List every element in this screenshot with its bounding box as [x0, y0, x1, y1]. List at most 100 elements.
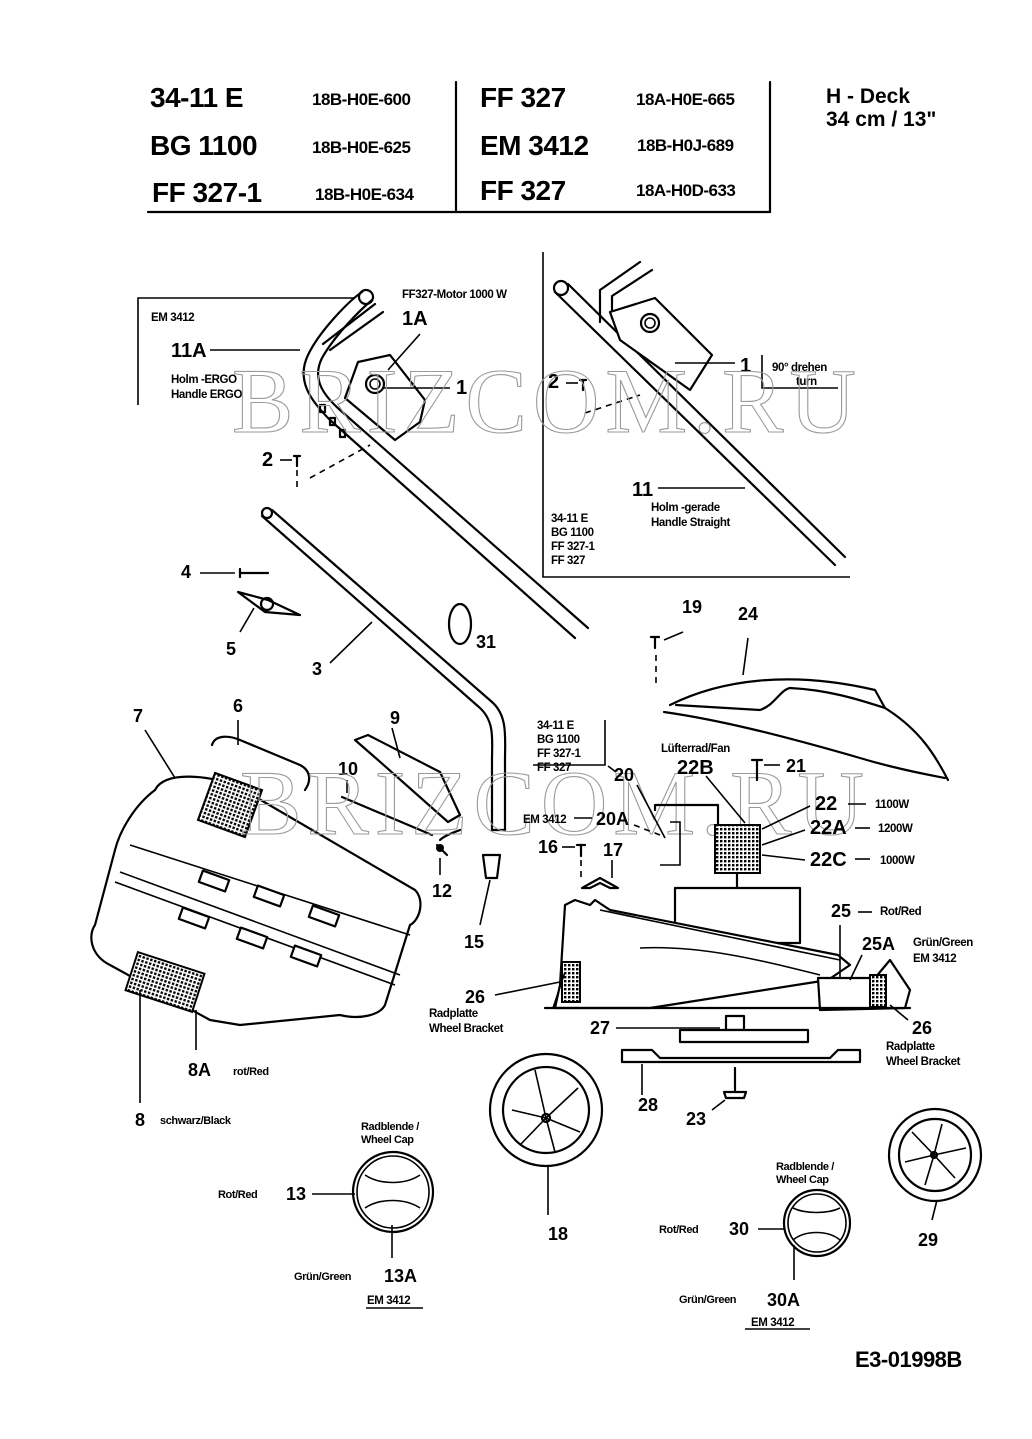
wheel-cap-inner — [787, 1193, 847, 1253]
blade-bolt — [722, 1066, 748, 1100]
flap-rod — [340, 795, 434, 837]
wheel-18: 18 — [488, 1052, 604, 1244]
catcher-handle — [210, 735, 311, 792]
leader-line — [711, 1099, 726, 1111]
leader-line — [636, 784, 666, 839]
screw-icon — [649, 635, 661, 650]
turn-label-de: 90° drehen — [772, 362, 827, 374]
part-number: 1A — [402, 308, 428, 330]
model-code: 18B-H0E-625 — [312, 138, 410, 157]
part-number: 20 — [614, 765, 634, 785]
wing-nut — [236, 590, 302, 617]
handle-label-en: Handle Straight — [651, 517, 731, 529]
mower-deck: 25 Rot/Red 25A Grün/Green EM 3412 26 Rad… — [429, 886, 974, 1129]
inset-bracket — [533, 720, 606, 766]
part-number: 4 — [181, 562, 191, 582]
color-note: schwarz/Black — [160, 1115, 232, 1127]
wheel-cap-label-de: Radblende / — [776, 1161, 834, 1173]
motor-watt: 1100W — [875, 799, 909, 811]
part-number: 11 — [632, 479, 653, 501]
fan-model: 34-11 E — [537, 720, 575, 732]
handle-label-de: Holm -ERGO — [171, 374, 237, 386]
color-note: rot/Red — [233, 1066, 269, 1078]
wheel-bracket-right — [869, 974, 887, 1008]
catcher-vent — [124, 950, 206, 1014]
wheel-cap-rim — [351, 1150, 435, 1234]
model-code: 18B-H0J-689 — [637, 136, 734, 155]
wheel-cap-label-de: Radblende / — [361, 1121, 419, 1133]
model-name: BG 1100 — [150, 130, 257, 161]
part-number: 22 — [815, 793, 837, 815]
wheel-cap-ribs — [364, 1174, 421, 1209]
part-number: 3 — [312, 659, 322, 679]
ergo-handle-tube — [302, 290, 577, 640]
handle-plug — [481, 853, 502, 880]
color-note: Grün/Green — [679, 1294, 737, 1306]
blade — [620, 1048, 862, 1064]
model-name: 34-11 E — [150, 82, 243, 113]
part-number: 25A — [862, 934, 895, 954]
clip — [580, 876, 620, 890]
leader-line — [607, 765, 617, 773]
retaining-ring — [447, 602, 473, 646]
ergo-grip — [321, 302, 385, 352]
catcher-rib — [235, 926, 269, 950]
wheel-hub — [540, 1112, 552, 1124]
part-number: 18 — [548, 1224, 568, 1244]
leader-line — [663, 631, 684, 641]
part-number: 26 — [912, 1018, 932, 1038]
model-note: EM 3412 — [523, 814, 566, 826]
cable-clamp — [653, 803, 720, 842]
inset-bracket — [542, 252, 850, 578]
switch-box — [343, 353, 427, 442]
handle-label-en: Handle ERGO — [171, 389, 242, 401]
screw-icon — [578, 378, 588, 392]
bracket-label-en: Wheel Bracket — [429, 1023, 504, 1035]
color-note: Rot/Red — [659, 1224, 698, 1236]
leader-line — [144, 729, 176, 779]
wheel-29: 29 — [887, 1107, 983, 1250]
color-note: Grün/Green — [294, 1271, 352, 1283]
straight-handle-tube — [553, 290, 837, 567]
tube-end — [552, 279, 570, 297]
ergo-handle-tube — [317, 298, 590, 630]
inset-model: FF 327 — [551, 555, 585, 567]
wheel-cap-inner — [356, 1155, 430, 1229]
screw-icon — [292, 454, 302, 468]
ergo-handle-inset: EM 3412 FF327-Motor 1000 W 1A 11A Holm -… — [137, 288, 590, 640]
part-number: 25 — [831, 901, 851, 921]
rivet — [328, 416, 337, 427]
assembly-dash — [633, 824, 661, 836]
bracket-label-de: Radplatte — [429, 1008, 478, 1020]
fan-label: Lüfterrad/Fan — [661, 743, 730, 755]
catcher-rib — [177, 906, 211, 930]
part-number: 28 — [638, 1095, 658, 1115]
switch-knob-inner — [369, 378, 381, 390]
catcher-rib — [289, 944, 323, 968]
blade-adapter — [724, 1014, 746, 1032]
deck-body — [553, 898, 852, 1010]
bolt-icon — [238, 567, 270, 579]
deck-edge — [599, 909, 841, 961]
motor — [714, 824, 761, 874]
leader-line — [889, 1004, 909, 1021]
switch-box — [608, 296, 714, 392]
leader-line — [761, 854, 806, 861]
wheel-cap-label-en: Wheel Cap — [361, 1134, 414, 1146]
fan-model: BG 1100 — [537, 734, 580, 746]
model-name: FF 327 — [480, 175, 566, 206]
leader-line — [761, 829, 806, 846]
lower-handle-tube — [260, 514, 494, 832]
leader-line — [742, 637, 749, 676]
bolt-icon — [750, 758, 764, 782]
model-code: 18A-H0D-633 — [636, 181, 735, 200]
bracket-label-de: Radplatte — [886, 1041, 935, 1053]
leader-line — [931, 1199, 938, 1221]
model-table: 34-11 E 18B-H0E-600 BG 1100 18B-H0E-625 … — [146, 80, 936, 214]
part-number: 22C — [810, 849, 847, 871]
wheel-tire — [887, 1107, 983, 1203]
part-number: 2 — [548, 371, 559, 393]
spring-nut — [436, 844, 444, 852]
part-number: 27 — [590, 1018, 610, 1038]
